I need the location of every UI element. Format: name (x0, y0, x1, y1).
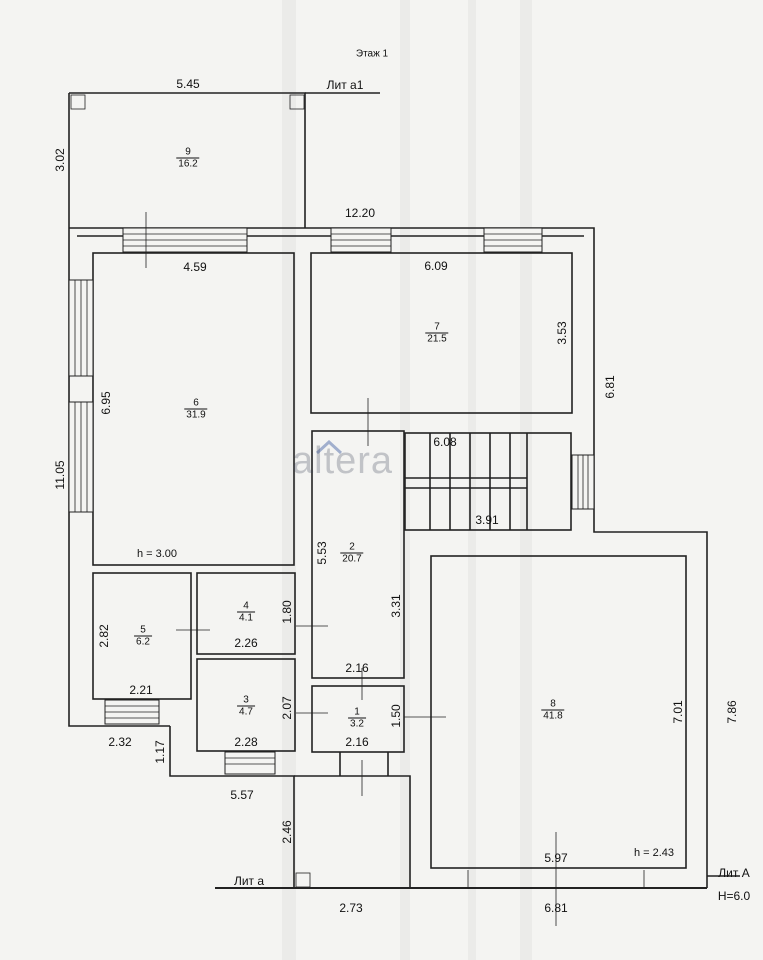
room-4-outline (196, 572, 296, 655)
dimension: 3.91 (475, 513, 499, 527)
dimension: 7.01 (671, 700, 685, 724)
window-lines (105, 705, 159, 719)
wall-outer (69, 227, 708, 888)
dimension: 1.50 (389, 704, 403, 728)
window (224, 751, 276, 775)
watermark-roof-icon (316, 440, 342, 454)
dimension: 11.05 (53, 460, 67, 490)
window-lines (577, 455, 589, 509)
stair-block (404, 432, 572, 531)
height-room-6: h = 3.00 (136, 548, 178, 560)
dimension: 2.07 (280, 696, 294, 720)
height-mark: H=6.0 (717, 889, 751, 903)
dimension: 3.02 (53, 148, 67, 172)
lit-A-label: Лит А (718, 866, 750, 880)
window-lines (123, 233, 247, 247)
dimension: 5.57 (230, 788, 254, 802)
lit-a1-label: Лит а1 (326, 78, 364, 92)
dimension: 2.28 (234, 735, 258, 749)
room-8-outline (430, 555, 687, 869)
window-lines (331, 233, 391, 247)
dimension: 2.73 (339, 901, 363, 915)
dimension: 2.26 (234, 636, 258, 650)
height-room-8: h = 2.43 (633, 847, 675, 859)
dimension: 2.16 (345, 661, 369, 675)
dimension: 6.09 (424, 259, 448, 273)
dimension: 6.81 (603, 375, 617, 399)
room-3-outline (196, 658, 296, 752)
dimension: 2.16 (345, 735, 369, 749)
dimension: 2.21 (129, 683, 153, 697)
dimension: 6.95 (99, 391, 113, 415)
dimension: 3.31 (389, 594, 403, 618)
window-lines (74, 402, 88, 512)
dimension: 3.53 (555, 321, 569, 345)
wall-lower (169, 726, 295, 888)
corner-mark (289, 94, 305, 110)
dimension: 1.17 (153, 740, 167, 764)
dimension: 6.08 (433, 435, 457, 449)
dimension: 5.53 (315, 541, 329, 565)
window-lines (74, 280, 88, 376)
dimension: 2.32 (108, 735, 132, 749)
watermark: altera (292, 440, 394, 482)
floor-title: Этаж 1 (355, 48, 389, 60)
lit-a-label: Лит а (233, 874, 265, 888)
dimension: 2.46 (280, 820, 294, 844)
window-lines (225, 757, 275, 765)
room-2-outline (311, 430, 405, 679)
room-1-outline (311, 685, 405, 753)
dimension: 2.82 (97, 624, 111, 648)
window-lines (484, 233, 542, 247)
corner-mark (70, 94, 86, 110)
wall-porch (339, 752, 389, 776)
dimension: 4.59 (183, 260, 207, 274)
room-5-outline (92, 572, 192, 700)
dimension: 7.86 (725, 700, 739, 724)
dimension: 12.20 (344, 206, 376, 220)
dimension: 6.81 (544, 901, 568, 915)
dimension: 5.97 (544, 851, 568, 865)
door-mark (467, 870, 645, 888)
stair-steps (405, 433, 528, 530)
wall-lower-right (294, 775, 411, 888)
corner-mark (295, 872, 311, 888)
room-7-outline (310, 252, 573, 414)
dimension: 5.45 (176, 77, 200, 91)
dimension: 1.80 (280, 600, 294, 624)
